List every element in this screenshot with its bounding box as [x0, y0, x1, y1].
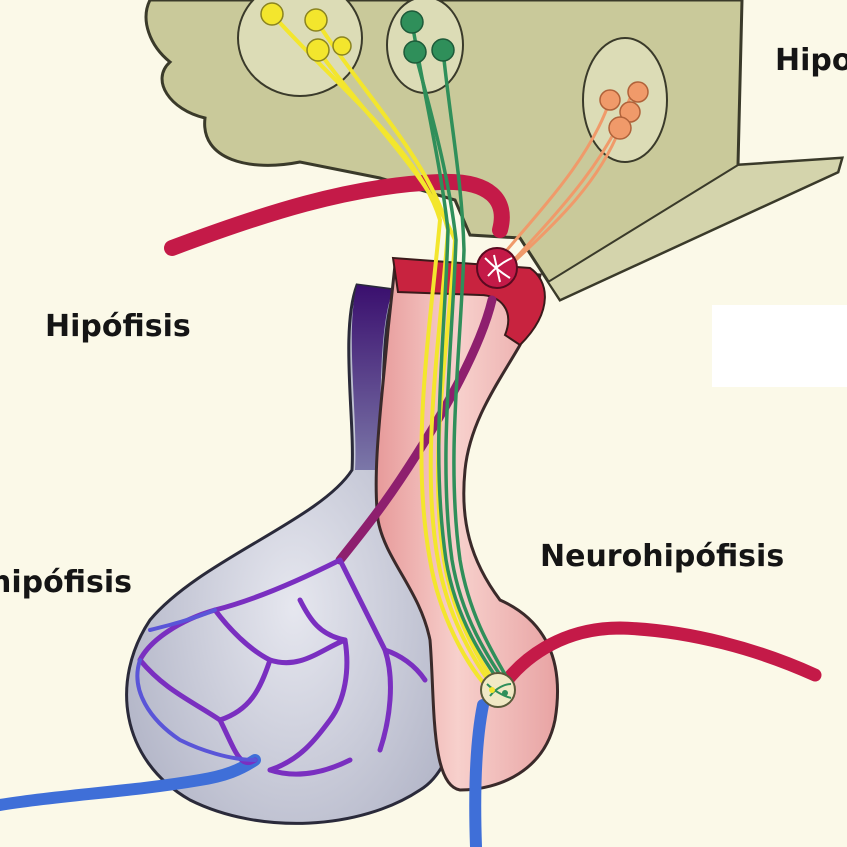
inferior-hypophyseal-artery: [493, 621, 822, 697]
terminals-median-eminence: [476, 247, 518, 289]
portal-stalk-shading: [351, 285, 393, 470]
capillary-plexus-blue: [135, 608, 257, 762]
label-hipofisis: Hipófisis: [45, 309, 191, 344]
label-hypothalamus: Hipo: [775, 43, 847, 78]
blood-vessels: [0, 173, 822, 847]
nucleus-orange: [582, 37, 668, 163]
neurons-orange: [599, 81, 649, 140]
label-neurohipofisis: Neurohipófisis: [540, 539, 785, 574]
label-adenohipofisis: hipófisis: [0, 565, 132, 600]
axons-yellow: [270, 12, 502, 692]
portal-vein: [335, 295, 497, 565]
blank-patch: [712, 305, 847, 387]
hypothalamus-shading: [546, 156, 844, 302]
axons-green: [410, 21, 516, 692]
hypothalamus: [144, 0, 845, 302]
vein-bottom: [469, 699, 489, 847]
terminals-posterior-lobe: [480, 672, 516, 708]
neurons-yellow: [260, 2, 352, 62]
neurons-green: [400, 10, 455, 64]
vein-left: [0, 754, 261, 811]
superior-hypophyseal-artery: [164, 173, 510, 256]
